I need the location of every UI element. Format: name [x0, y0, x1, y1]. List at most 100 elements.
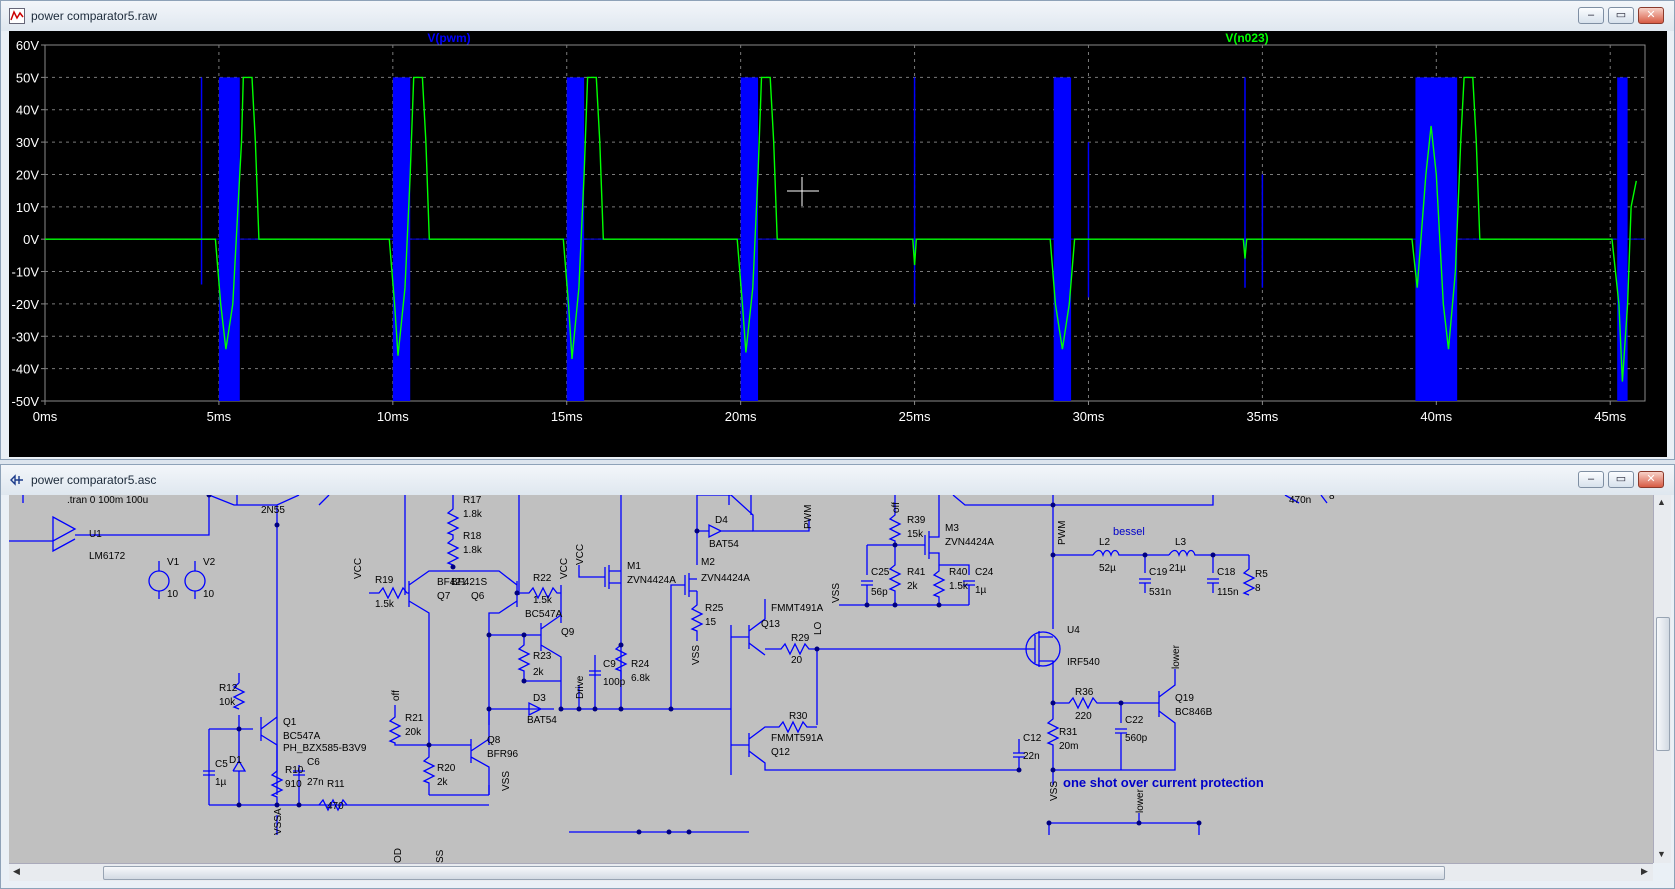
label-C6[interactable]: C6 [307, 757, 320, 768]
label-V1[interactable]: V1 [167, 557, 180, 568]
label-BF421[interactable]: BF421 [437, 577, 467, 588]
schematic-canvas[interactable]: .tran 0 100m 100u U1 LM6172 V1 10 V2 10 … [9, 495, 1653, 863]
label-lower[interactable]: lower [1135, 788, 1146, 813]
label-C19-value[interactable]: 531n [1149, 587, 1171, 598]
label-470n[interactable]: 470n [1289, 495, 1311, 506]
label-off[interactable]: off [391, 690, 402, 701]
label-R5-value[interactable]: 8 [1255, 583, 1261, 594]
minimize-button[interactable]: – [1578, 7, 1604, 24]
label-C22-value[interactable]: 560p [1125, 733, 1148, 744]
label-Q8[interactable]: Q8 [487, 735, 501, 746]
horizontal-scroll-thumb[interactable] [103, 866, 1445, 880]
vertical-scroll-thumb[interactable] [1656, 617, 1670, 751]
label-R41-value[interactable]: 2k [907, 581, 919, 592]
label-C22[interactable]: C22 [1125, 715, 1144, 726]
schematic-titlebar[interactable]: power comparator5.asc – ▭ ✕ [1, 465, 1674, 495]
label-U4[interactable]: U4 [1067, 625, 1080, 636]
label-BC547A[interactable]: BC547A [283, 731, 321, 742]
label-L2-value[interactable]: 52µ [1099, 563, 1116, 574]
label-M3[interactable]: M3 [945, 523, 959, 534]
label-R17[interactable]: R17 [463, 495, 482, 506]
label-C9-value[interactable]: 100p [603, 677, 626, 688]
label-R36-value[interactable]: 220 [1075, 711, 1092, 722]
label-Q7[interactable]: Q7 [437, 591, 451, 602]
label-V2-value[interactable]: 10 [203, 589, 215, 600]
label-8[interactable]: 8 [1329, 495, 1335, 502]
legend-vn023[interactable]: V(n023) [1225, 31, 1268, 45]
label-zener[interactable]: PH_BZX585-B3V9 [283, 743, 367, 754]
label-FMMT491A[interactable]: FMMT491A [771, 603, 824, 614]
label-R23-value[interactable]: 2k [533, 667, 545, 678]
label-R39-value[interactable]: 15k [907, 529, 924, 540]
label-R11[interactable]: R11 [327, 779, 345, 790]
protection-note[interactable]: one shot over current protection [1063, 775, 1264, 790]
label-R25-value[interactable]: 15 [705, 617, 717, 628]
label-Q13[interactable]: Q13 [761, 619, 780, 630]
label-R10[interactable]: R10 [285, 765, 304, 776]
label-C5-value[interactable]: 1µ [215, 777, 227, 788]
schematic-drawing[interactable]: .tran 0 100m 100u U1 LM6172 V1 10 V2 10 … [9, 495, 1653, 863]
scroll-down-arrow-icon[interactable]: ▼ [1657, 849, 1666, 859]
label-LO[interactable]: LO [813, 621, 824, 635]
label-R18[interactable]: R18 [463, 531, 482, 542]
label-Drive[interactable]: Drive [575, 675, 586, 699]
label-BAT54[interactable]: BAT54 [527, 715, 557, 726]
label-BFR96[interactable]: BFR96 [487, 749, 519, 760]
label-C5[interactable]: C5 [215, 759, 228, 770]
label-V1-value[interactable]: 10 [167, 589, 179, 600]
label-C18[interactable]: C18 [1217, 567, 1236, 578]
label-R21-value[interactable]: 20k [405, 727, 422, 738]
label-VSS[interactable]: VSS [691, 645, 702, 665]
label-VSSA[interactable]: VSSA [273, 808, 284, 835]
vertical-scrollbar[interactable]: ▲ ▼ [1653, 495, 1671, 863]
label-D3[interactable]: D3 [533, 693, 546, 704]
minimize-button[interactable]: – [1578, 471, 1604, 488]
label-C6-value[interactable]: 27n [307, 777, 324, 788]
label-R25[interactable]: R25 [705, 603, 724, 614]
label-R36[interactable]: R36 [1075, 687, 1094, 698]
label-Q6[interactable]: Q6 [471, 591, 485, 602]
label-R24-value[interactable]: 6.8k [631, 673, 651, 684]
label-Q19[interactable]: Q19 [1175, 693, 1194, 704]
label-VSS[interactable]: VSS [1049, 781, 1060, 801]
label-BC846B[interactable]: BC846B [1175, 707, 1213, 718]
label-R20[interactable]: R20 [437, 763, 456, 774]
scroll-up-arrow-icon[interactable]: ▲ [1657, 497, 1666, 507]
label-R40-value[interactable]: 1.5k [949, 581, 969, 592]
label-BF421S[interactable]: BF421S [451, 577, 487, 588]
label-VSS[interactable]: VSS [831, 583, 842, 603]
label-R18-value[interactable]: 1.8k [463, 545, 483, 556]
label-V2[interactable]: V2 [203, 557, 216, 568]
label-R19-value[interactable]: 1.5k [375, 599, 395, 610]
label-U1[interactable]: U1 [89, 529, 102, 540]
label-R22-value[interactable]: 1.5k [533, 595, 553, 606]
label-R5[interactable]: R5 [1255, 569, 1268, 580]
label-M2[interactable]: M2 [701, 557, 715, 568]
label-R12[interactable]: R12 [219, 683, 238, 694]
spice-directive[interactable]: .tran 0 100m 100u [67, 495, 148, 506]
label-SS[interactable]: SS [435, 849, 446, 863]
label-C24-value[interactable]: 1µ [975, 585, 987, 596]
label-C19[interactable]: C19 [1149, 567, 1168, 578]
label-R10-value[interactable]: 910 [285, 779, 302, 790]
legend-vpwm[interactable]: V(pwm) [427, 31, 470, 45]
label-PWM[interactable]: PWM [1057, 521, 1068, 545]
schematic-window[interactable]: power comparator5.asc – ▭ ✕ [0, 464, 1675, 889]
label-VCC[interactable]: VCC [353, 558, 364, 579]
label-ZVN4424A[interactable]: ZVN4424A [627, 575, 676, 586]
label-C18-value[interactable]: 115n [1217, 587, 1239, 598]
horizontal-scrollbar[interactable]: ◀ ▶ [9, 863, 1653, 881]
label-R21[interactable]: R21 [405, 713, 424, 724]
label-R17-value[interactable]: 1.8k [463, 509, 483, 520]
label-BC547A[interactable]: BC547A [525, 609, 563, 620]
maximize-button[interactable]: ▭ [1608, 7, 1634, 24]
label-Q9[interactable]: Q9 [561, 627, 575, 638]
label-off[interactable]: off [891, 502, 902, 513]
label-BAT54[interactable]: BAT54 [709, 539, 739, 550]
label-R19[interactable]: R19 [375, 575, 394, 586]
label-R30[interactable]: R30 [789, 711, 808, 722]
label-R31[interactable]: R31 [1059, 727, 1078, 738]
scroll-left-arrow-icon[interactable]: ◀ [13, 866, 20, 876]
